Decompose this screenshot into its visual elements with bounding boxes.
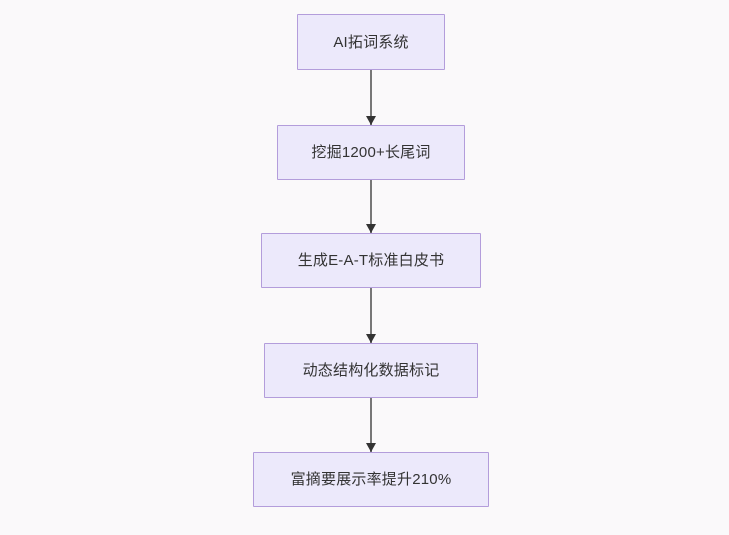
edge-line bbox=[370, 180, 372, 233]
flow-node-label: 生成E-A-T标准白皮书 bbox=[297, 252, 445, 269]
flow-node-label: 富摘要展示率提升210% bbox=[290, 471, 452, 488]
flow-node-generate-eat-whitepaper[interactable]: 生成E-A-T标准白皮书 bbox=[261, 233, 481, 288]
arrow-head-icon bbox=[366, 334, 376, 343]
arrow-head-icon bbox=[366, 443, 376, 452]
flow-node-mine-longtail-keywords[interactable]: 挖掘1200+长尾词 bbox=[277, 125, 465, 180]
flow-node-label: 动态结构化数据标记 bbox=[302, 362, 440, 379]
flow-node-rich-snippet-uplift[interactable]: 富摘要展示率提升210% bbox=[253, 452, 489, 507]
flow-node-dynamic-structured-data[interactable]: 动态结构化数据标记 bbox=[264, 343, 478, 398]
arrow-head-icon bbox=[366, 224, 376, 233]
edge-line bbox=[370, 398, 372, 452]
arrow-head-icon bbox=[366, 116, 376, 125]
edge-line bbox=[370, 288, 372, 343]
flow-node-ai-keyword-system[interactable]: AI拓词系统 bbox=[297, 14, 445, 70]
edge-line bbox=[370, 70, 372, 125]
flow-node-label: 挖掘1200+长尾词 bbox=[311, 144, 431, 161]
flow-node-label: AI拓词系统 bbox=[333, 33, 409, 51]
